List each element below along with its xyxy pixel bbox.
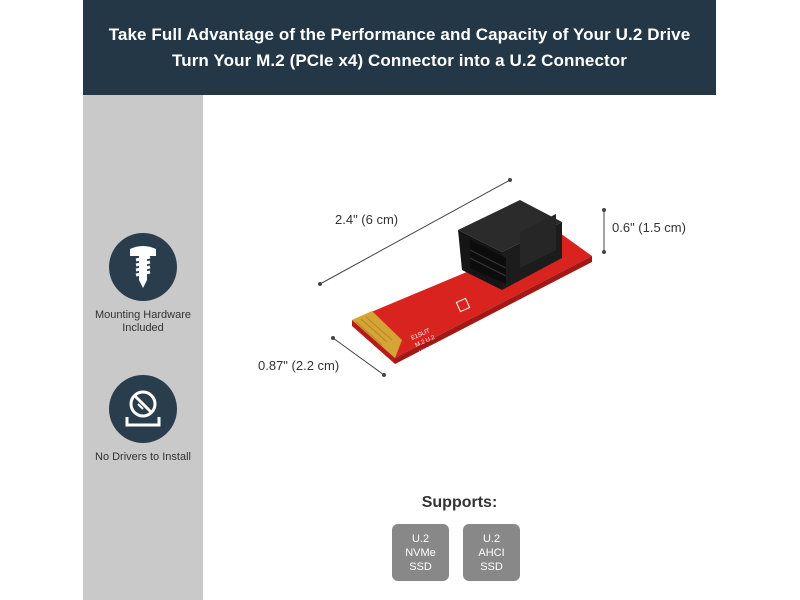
feature-no-drivers: No Drivers to Install (83, 375, 203, 464)
header-banner: Take Full Advantage of the Performance a… (83, 0, 716, 95)
screw-icon (130, 246, 156, 288)
mounting-hardware-badge (109, 233, 177, 301)
header-line-2: Turn Your M.2 (PCIe x4) Connector into a… (172, 50, 627, 70)
support-nvme-line-2: NVMe (405, 546, 436, 559)
support-ahci-line-2: AHCI (478, 546, 505, 559)
mounting-hardware-label-line-2: Included (122, 322, 164, 334)
product-area (203, 95, 716, 600)
no-drivers-icon (125, 390, 161, 427)
u2-connector (458, 200, 562, 290)
feature-sidebar: Mounting Hardware Included No Drivers to… (83, 95, 203, 600)
mounting-hardware-label: Mounting Hardware Included (83, 309, 203, 335)
height-dimension-label: 0.6" (1.5 cm) (612, 220, 686, 235)
support-ahci-line-3: SSD (480, 560, 503, 573)
support-nvme-line-1: U.2 (411, 532, 430, 545)
no-drivers-label: No Drivers to Install (95, 451, 191, 463)
board-marking-esd: ESD (418, 273, 432, 284)
length-dimension-line (318, 178, 512, 286)
mounting-hardware-label-line-1: Mounting Hardware (95, 309, 191, 321)
supports-title: Supports: (421, 494, 498, 511)
no-drivers-badge (109, 375, 177, 443)
support-nvme-line-3: SSD (409, 560, 432, 573)
header-line-1: Take Full Advantage of the Performance a… (108, 24, 691, 44)
height-dimension-line (602, 208, 606, 254)
width-dimension-line (331, 336, 386, 377)
support-ahci-line-1: U.2 (482, 532, 501, 545)
width-dimension-label: 0.87" (2.2 cm) (258, 358, 340, 373)
feature-mounting-hardware: Mounting Hardware Included (83, 233, 203, 335)
support-ahci-badge: U.2 AHCI SSD (463, 524, 520, 581)
support-nvme-badge: U.2 NVMe SSD (392, 524, 449, 581)
length-dimension-label: 2.4" (6 cm) (335, 212, 399, 227)
